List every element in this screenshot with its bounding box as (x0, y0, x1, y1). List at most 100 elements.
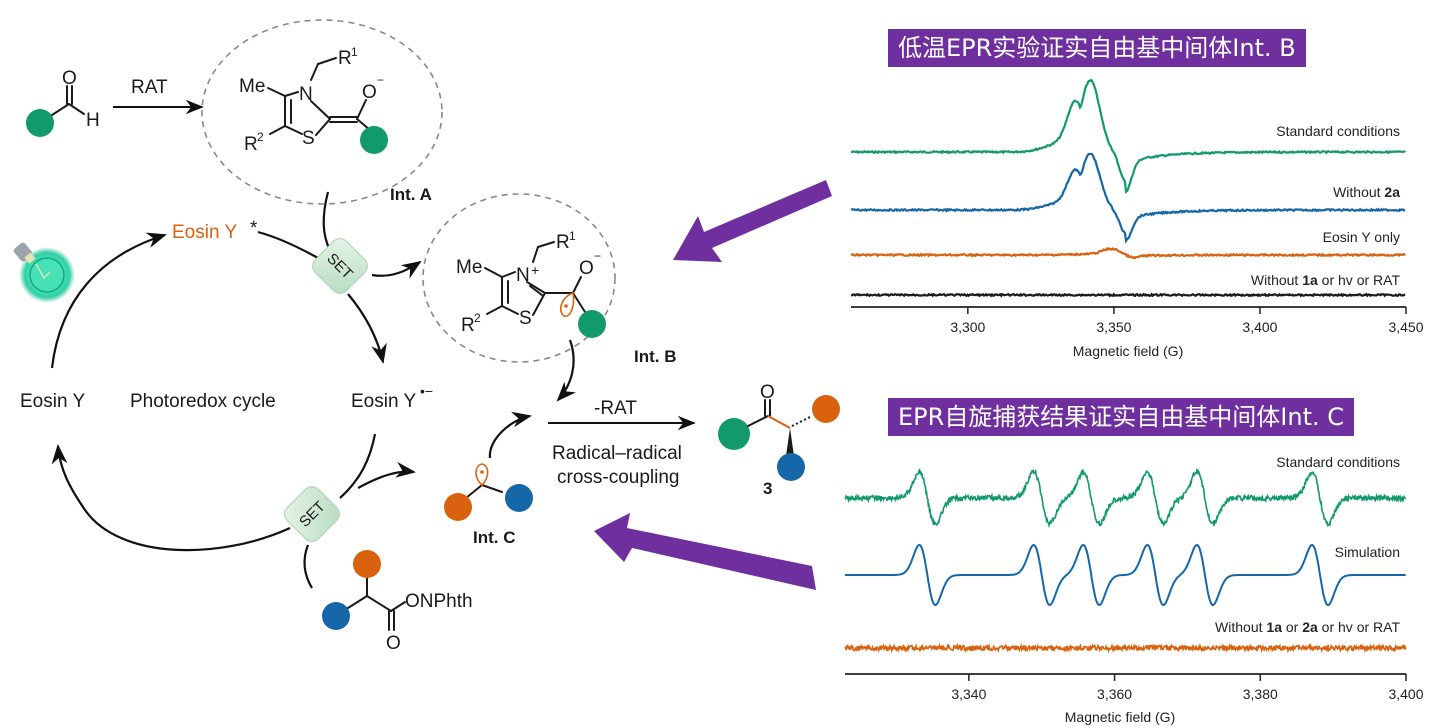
int-a-structure: Me N S R 1 R 2 O − (239, 45, 388, 155)
product-3-structure: O (718, 382, 840, 481)
radical-orbital-icon (559, 291, 575, 317)
int-b-ellipse (422, 193, 616, 363)
wedge-bond (786, 428, 794, 456)
x-tick-label: 3,340 (951, 686, 986, 702)
int-a-to-set-line (322, 191, 331, 251)
int-a-label: Int. A (390, 185, 432, 204)
nitrogen-label: N (299, 84, 313, 105)
set-box-top: SET (312, 238, 368, 294)
radical-anion-superscript: •− (420, 383, 433, 399)
rat-label: RAT (131, 77, 168, 98)
sulfur-label: S (519, 308, 532, 329)
cycle-arc-to-radical-anion (347, 293, 387, 364)
oxygen-label: O (362, 82, 377, 103)
set-to-int-b-arrow (371, 260, 422, 279)
green-substituent (578, 310, 606, 338)
light-bulb-icon (13, 242, 75, 303)
trace-label-without-2a: Without 2a (1333, 184, 1400, 200)
int-c-to-coupling-arrow (488, 411, 532, 459)
aldehyde-o: O (62, 68, 77, 89)
aldehyde-molecule: O H (26, 68, 100, 137)
epr-trace-2 (850, 246, 1406, 260)
int-b-to-coupling-arrow (556, 339, 576, 402)
nhpi-ester-structure: O ONPhth (322, 550, 473, 654)
r2-label: R (244, 134, 258, 155)
green-substituent (718, 418, 750, 450)
int-a-ellipse (201, 19, 443, 205)
radical-orbital-icon (475, 463, 489, 487)
sulfur-label: S (302, 128, 315, 149)
blue-substituent (777, 453, 805, 481)
product-label: 3 (763, 479, 772, 498)
coupling-label-line2: cross-coupling (557, 467, 680, 488)
x-tick-label: 3,380 (1243, 686, 1278, 702)
epr-trace-3 (851, 292, 1406, 298)
r1-superscript: 1 (351, 45, 358, 59)
banner-int-b-evidence: 低温EPR实验证实自由基中间体Int. B (888, 29, 1306, 67)
eosin-radical-anion-label: Eosin Y (351, 391, 416, 412)
r1-superscript: 1 (569, 229, 576, 243)
cycle-arc-excitation (50, 232, 167, 369)
int-b-label: Int. B (634, 347, 677, 366)
coupling-label-line1: Radical–radical (552, 443, 682, 464)
cycle-arc-oxidation (339, 433, 377, 499)
purple-arrow-to-int-c (594, 513, 816, 590)
int-c-structure (444, 463, 533, 521)
minus-rat-label: -RAT (594, 398, 637, 419)
epr-trace-0 (850, 78, 1406, 194)
oxygen-label: O (579, 258, 594, 279)
trace-label-simulation: Simulation (1335, 544, 1400, 560)
orange-substituent (353, 550, 381, 578)
int-c-label: Int. C (473, 528, 516, 547)
trace-label-standard: Standard conditions (1276, 123, 1400, 139)
x-tick-label: 3,450 (1388, 319, 1423, 335)
onphth-label: ONPhth (405, 591, 473, 612)
purple-arrow-to-int-b (673, 180, 832, 262)
aldehyde-h: H (86, 110, 100, 131)
set-box-bottom: SET (284, 486, 340, 542)
blue-substituent (505, 484, 533, 512)
r1-label: R (556, 232, 570, 253)
x-tick-label: 3,360 (1097, 686, 1132, 702)
eosin-excited-label: Eosin Y (172, 222, 237, 243)
banner-int-c-evidence: EPR自旋捕获结果证实自由基中间体Int. C (888, 398, 1355, 436)
x-axis-title: Magnetic field (G) (1065, 709, 1175, 725)
charge-plus: + (531, 262, 539, 278)
methyl-label: Me (456, 257, 482, 278)
green-substituent (26, 109, 54, 137)
trace-label-without-1a-2a: Without 1a or 2a or hv or RAT (1215, 619, 1400, 635)
r2-superscript: 2 (474, 311, 481, 325)
epr-trace-2 (844, 642, 1407, 654)
trace-label-without-1a: Without 1a or hv or RAT (1251, 272, 1401, 288)
int-b-structure: Me N + S R 1 R 2 O − (456, 229, 606, 338)
r1-label: R (338, 48, 352, 69)
epr-trace-0 (844, 467, 1407, 529)
charge-minus: − (594, 249, 601, 263)
nitrogen-label: N (516, 265, 530, 286)
orange-substituent (444, 493, 472, 521)
eosin-ground-label: Eosin Y (20, 391, 85, 412)
x-tick-label: 3,400 (1388, 686, 1423, 702)
ester-to-set-line (303, 544, 313, 589)
blue-substituent (322, 602, 350, 630)
set-to-int-c-arrow (357, 461, 416, 489)
orange-substituent (812, 395, 840, 423)
product-oxygen: O (760, 382, 775, 403)
trace-label-eosin-only: Eosin Y only (1323, 229, 1400, 245)
excited-star: * (250, 218, 258, 239)
epr-trace-1 (850, 152, 1406, 244)
x-tick-label: 3,300 (950, 319, 985, 335)
r2-label: R (461, 315, 475, 336)
epr-trace-1 (845, 543, 1406, 607)
x-tick-label: 3,350 (1096, 319, 1131, 335)
charge-minus: − (377, 73, 384, 87)
cycle-arc-regeneration (51, 444, 291, 552)
ester-carbonyl-o: O (386, 633, 401, 654)
x-tick-label: 3,400 (1242, 319, 1277, 335)
x-axis-title: Magnetic field (G) (1073, 343, 1183, 359)
green-substituent (360, 126, 388, 154)
cycle-arc-quench (257, 230, 319, 259)
